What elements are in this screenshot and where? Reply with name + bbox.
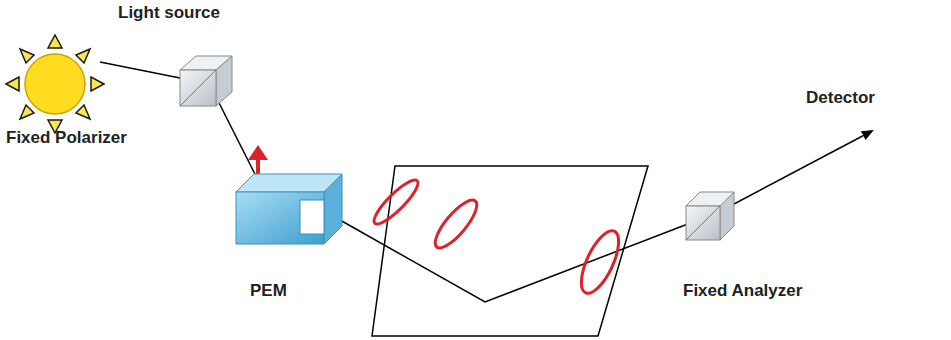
part-label: PEM — [250, 281, 287, 301]
analyzer-cube — [686, 192, 734, 240]
polarizer-cube — [180, 56, 232, 106]
part-label: Fixed Analyzer — [683, 281, 802, 301]
part-label: Light source — [118, 3, 220, 23]
pem-box — [236, 174, 342, 244]
polarization-ellipses — [369, 175, 626, 298]
beam — [340, 220, 693, 302]
sun-icon — [6, 35, 104, 133]
part-label: Detector — [806, 88, 875, 108]
part-label: Fixed Polarizer — [6, 128, 127, 148]
